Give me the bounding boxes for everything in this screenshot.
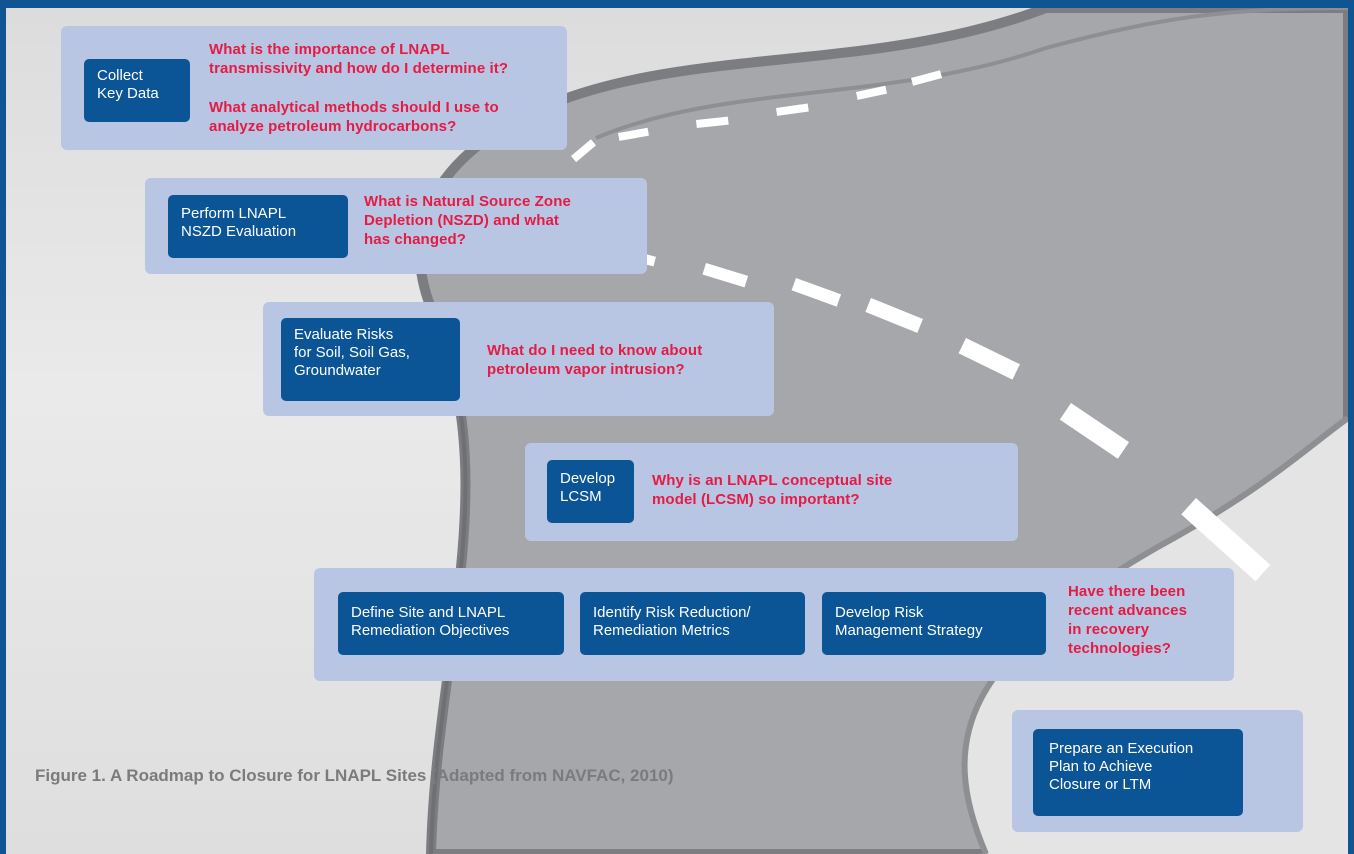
figure-caption: Figure 1. A Roadmap to Closure for LNAPL…: [35, 766, 674, 785]
question-line: recent advances: [1068, 602, 1188, 619]
question-line: Why is an LNAPL conceptual site: [652, 472, 893, 489]
question-line: model (LCSM) so important?: [652, 491, 860, 508]
step-define-site-objectives: Define Site and LNAPL Remediation Object…: [338, 592, 564, 655]
step-identify-risk-reduction: Identify Risk Reduction/ Remediation Met…: [580, 592, 805, 655]
question-line: petroleum vapor intrusion?: [487, 361, 685, 378]
question-lnapl-transmissivity: What is the importance of LNAPL transmis…: [209, 40, 508, 78]
step-label-line: for Soil, Soil Gas,: [294, 344, 410, 361]
step-label-line: Collect: [97, 67, 143, 84]
step-evaluate-risks: Evaluate Risks for Soil, Soil Gas, Groun…: [281, 318, 460, 401]
step-label-line: Closure or LTM: [1049, 776, 1152, 793]
question-line: Have there been: [1068, 583, 1186, 600]
question-lcsm: Why is an LNAPL conceptual site model (L…: [652, 471, 892, 509]
step-develop-lcsm: Develop LCSM: [547, 460, 634, 523]
step-label-line: Evaluate Risks: [294, 326, 394, 343]
question-line: in recovery: [1068, 621, 1150, 638]
step-label-line: Develop Risk: [835, 604, 924, 621]
question-line: What is the importance of LNAPL: [209, 41, 450, 58]
step-label-line: Develop: [560, 470, 616, 487]
step-label-line: Perform LNAPL: [181, 205, 287, 222]
step-label-line: Management Strategy: [835, 622, 983, 639]
step-perform-lnapl-nszd-evaluation: Perform LNAPL NSZD Evaluation: [168, 195, 348, 258]
question-line: What is Natural Source Zone: [364, 193, 571, 210]
step-label-line: NSZD Evaluation: [181, 223, 297, 240]
question-line: What do I need to know about: [487, 342, 703, 359]
question-line: Depletion (NSZD) and what: [364, 212, 559, 229]
question-line: has changed?: [364, 231, 467, 248]
step-label-line: Groundwater: [294, 362, 381, 379]
question-recovery-technologies: Have there been recent advances in recov…: [1068, 582, 1187, 658]
question-analytical-methods: What analytical methods should I use to …: [209, 98, 499, 136]
step-label-line: Plan to Achieve: [1049, 758, 1153, 775]
question-line: technologies?: [1068, 640, 1171, 657]
question-line: transmissivity and how do I determine it…: [209, 60, 509, 77]
step-label-line: Key Data: [97, 85, 159, 102]
step-label-line: Define Site and LNAPL: [351, 604, 506, 621]
question-line: What analytical methods should I use to: [209, 99, 499, 116]
step-label-line: Remediation Objectives: [351, 622, 510, 639]
step-label-line: Prepare an Execution: [1049, 740, 1194, 757]
question-nszd: What is Natural Source Zone Depletion (N…: [364, 192, 571, 249]
step-label-line: LCSM: [560, 488, 602, 505]
step-label-line: Identify Risk Reduction/: [593, 604, 751, 621]
question-line: analyze petroleum hydrocarbons?: [209, 118, 457, 135]
step-develop-risk-management: Develop Risk Management Strategy: [822, 592, 1046, 655]
question-vapor-intrusion: What do I need to know about petroleum v…: [487, 341, 702, 379]
step-label-line: Remediation Metrics: [593, 622, 730, 639]
step-collect-key-data: Collect Key Data: [84, 59, 190, 122]
step-prepare-execution-plan: Prepare an Execution Plan to Achieve Clo…: [1033, 729, 1243, 816]
